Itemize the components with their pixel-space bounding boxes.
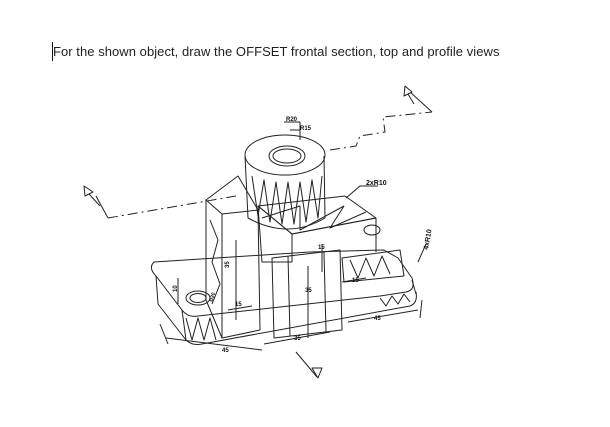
dim-15-right (341, 277, 367, 283)
dim-label-dia20: Ø20 (208, 292, 217, 303)
dim-label-2xr10: 2xR10 (366, 180, 387, 187)
text-cursor (52, 42, 53, 61)
dim-label-35-center: 35 (305, 288, 312, 294)
leader-4xr10 (417, 243, 427, 263)
cutting-plane-end-left (95, 195, 109, 219)
base-plate-top (150, 249, 414, 317)
right-step (341, 249, 405, 283)
cylinder-bore (268, 145, 306, 167)
support-web (205, 175, 261, 339)
dim-label-45-right: 45 (374, 316, 381, 322)
base-plate-front (155, 275, 417, 345)
cylinder-boss (244, 155, 326, 230)
cutting-plane-line (329, 111, 433, 151)
dim-label-4xr10: 4xR10 (423, 229, 433, 251)
hole-left (185, 290, 211, 306)
dim-45-bottom (165, 337, 263, 351)
dim-label-45-bottom: 45 (222, 348, 229, 354)
cylinder-top (244, 134, 326, 176)
leader-r20 (284, 121, 301, 140)
leader-2xr10 (345, 185, 378, 199)
view-arrow-bottom (311, 367, 323, 379)
dim-label-15-upper: 15 (318, 245, 325, 251)
dim-label-15-right: 15 (352, 278, 359, 284)
view-arrow-left (83, 185, 94, 197)
dim-45-right (347, 309, 419, 323)
instruction-text: For the shown object, draw the OFFSET fr… (53, 44, 500, 59)
cutting-plane-line (107, 195, 237, 219)
dim-label-r15: R15 (300, 126, 312, 132)
body-block-front (257, 205, 293, 263)
front-slot (271, 249, 343, 339)
dim-35-bottom (263, 331, 331, 345)
dim-label-r20: R20 (286, 117, 298, 123)
cutting-plane-end-right (409, 91, 433, 113)
dim-label-35-bottom: 35 (294, 336, 301, 342)
hole-right (363, 224, 381, 236)
dim-label-15-lower-left: 15 (235, 302, 242, 308)
dim-label-35-left: 35 (225, 261, 231, 268)
dim-15-lower-left (227, 305, 253, 311)
dim-label-10-left: 10 (173, 285, 179, 292)
